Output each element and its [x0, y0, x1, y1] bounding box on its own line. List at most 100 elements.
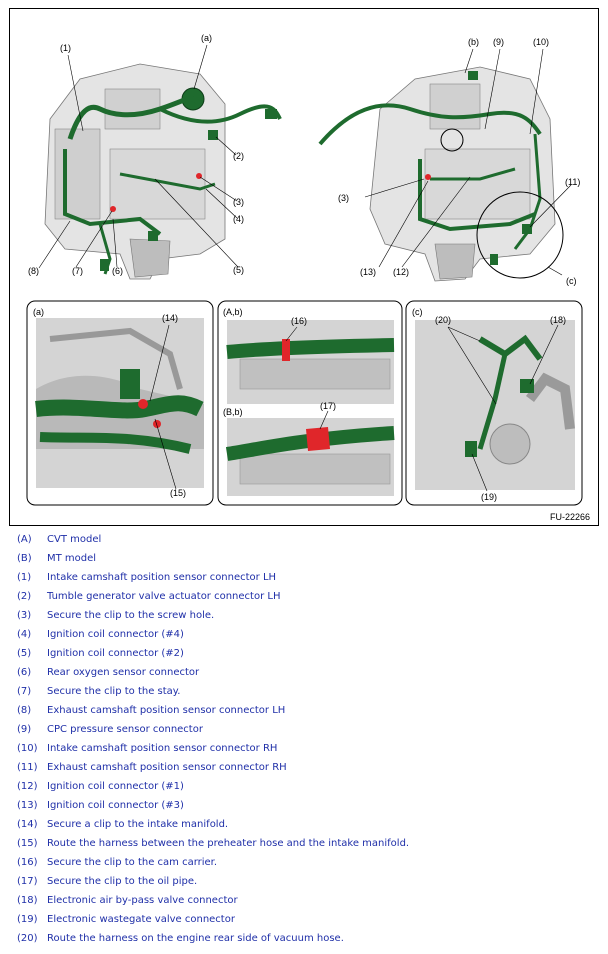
legend-item: (19)Electronic wastegate valve connector [0, 910, 608, 929]
detail-panel-a: (a) (14) (15) [26, 300, 214, 506]
callout-4: (4) [233, 214, 244, 224]
callout-15: (15) [170, 488, 186, 498]
legend-code: (20) [17, 933, 38, 944]
legend-item: (B) MT model [0, 549, 608, 568]
legend-item: (8) Exhaust camshaft position sensor conn… [0, 701, 608, 720]
legend-text: Secure the clip to the cam carrier. [47, 857, 218, 868]
callout-18: (18) [550, 315, 566, 325]
callout-16: (16) [291, 316, 307, 326]
callout-6: (6) [112, 266, 123, 276]
legend-code: (15) [17, 838, 38, 849]
callout-13: (13) [360, 267, 376, 277]
legend-text: Route the harness on the engine rear sid… [47, 933, 344, 944]
legend-code: (9) [17, 724, 32, 735]
callout-11: (11) [565, 177, 580, 187]
legend-item: (7) Secure the clip to the stay. [0, 682, 608, 701]
callout-3-left: (3) [233, 197, 244, 207]
legend-item: (15) Route the harness between the prehea… [0, 834, 608, 853]
detail-panel-b: (A,b) (16) (B,b) (17) [217, 300, 403, 506]
panel-a-label: (a) [33, 307, 44, 317]
callout-14: (14) [162, 313, 178, 323]
legend-text: Route the harness between the preheater … [47, 838, 410, 849]
callout-12: (12) [393, 267, 409, 277]
legend-code: (16) [17, 857, 38, 868]
legend-item: (16) Secure the clip to the cam carrier. [0, 853, 608, 872]
legend-code: (4) [17, 629, 32, 640]
legend-code: (3) [17, 610, 32, 621]
legend-text: Exhaust camshaft position sensor connect… [47, 762, 287, 773]
callout-8: (8) [28, 266, 39, 276]
legend-code: (14) [17, 819, 38, 830]
legend-code: (5) [17, 648, 32, 659]
callout-2: (2) [233, 151, 244, 161]
callout-20: (20) [435, 315, 451, 325]
legend-code: (B) [17, 553, 32, 564]
legend-text: Ignition coil connector (#4) [47, 629, 184, 640]
legend-item: (14) Secure a clip to the intake manifold… [0, 815, 608, 834]
legend-item: (4) Ignition coil connector (#4) [0, 625, 608, 644]
legend-code: (12) [17, 781, 38, 792]
legend-text: Exhaust camshaft position sensor connect… [47, 705, 286, 716]
legend-code: (8) [17, 705, 32, 716]
legend-code: (10) [17, 743, 38, 754]
callout-7: (7) [72, 266, 83, 276]
legend-item: (18) Electronic air by-pass valve connect… [0, 891, 608, 910]
legend-text: Ignition coil connector (#3) [47, 800, 184, 811]
callout-5: (5) [233, 265, 244, 275]
legend-item: (A) CVT model [0, 530, 608, 549]
legend-code: (17) [17, 876, 38, 887]
panel-bb-label: (B,b) [223, 407, 243, 417]
legend-text: Electronic wastegate valve connector [47, 914, 235, 925]
callout-1: (1) [60, 43, 71, 53]
legend-item: (11) Exhaust camshaft position sensor con… [0, 758, 608, 777]
legend-item: (12) Ignition coil connector (#1) [0, 777, 608, 796]
engine-right-illustration [318, 66, 564, 282]
legend-item: (3) Secure the clip to the screw hole. [0, 606, 608, 625]
legend-item: (20) Route the harness on the engine rear… [0, 929, 608, 948]
engine-left-illustration [44, 63, 282, 280]
legend-code: (6) [17, 667, 32, 678]
legend-code: (A) [17, 534, 32, 545]
callout-3-right: (3) [338, 193, 349, 203]
legend-text: Intake camshaft position sensor connecto… [47, 572, 277, 583]
legend-text: Secure the clip to the oil pipe. [47, 876, 198, 887]
legend-text: Intake camshaft position sensor connecto… [47, 743, 278, 754]
legend-code: (18) [17, 895, 38, 906]
callout-c: (c) [566, 276, 577, 286]
legend-text: Secure the clip to the stay. [47, 686, 181, 697]
engine-harness-figure: (1) (a) (2) (3) (4) (5) (8) (7) (6) (3) … [9, 8, 599, 526]
legend-text: Secure a clip to the intake manifold. [47, 819, 229, 830]
legend-code: (11) [17, 762, 38, 773]
legend-item: (5) Ignition coil connector (#2) [0, 644, 608, 663]
legend-code: (1) [17, 572, 32, 583]
legend-code: (13) [17, 800, 38, 811]
legend-text: MT model [47, 553, 97, 564]
callout-9: (9) [493, 37, 504, 47]
callout-17: (17) [320, 401, 336, 411]
callout-10: (10) [533, 37, 549, 47]
legend-code: (2) [17, 591, 32, 602]
legend-item: (1) Intake camshaft position sensor conne… [0, 568, 608, 587]
legend-text: CVT model [47, 534, 102, 545]
legend-text: CPC pressure sensor connector [47, 724, 203, 735]
legend-text: Rear oxygen sensor connector [47, 667, 200, 678]
legend-item: (17) Secure the clip to the oil pipe. [0, 872, 608, 891]
legend-code: (7) [17, 686, 32, 697]
legend-item: (13) Ignition coil connector (#3) [0, 796, 608, 815]
callout-b: (b) [468, 37, 479, 47]
legend-text: Electronic air by-pass valve connector [47, 895, 238, 906]
legend-text: Ignition coil connector (#2) [47, 648, 184, 659]
legend-item: (6) Rear oxygen sensor connector [0, 663, 608, 682]
legend-text: Secure the clip to the screw hole. [47, 610, 215, 621]
panel-ab-label: (A,b) [223, 307, 243, 317]
panel-c-label: (c) [412, 307, 423, 317]
legend-text: Ignition coil connector (#1) [47, 781, 184, 792]
legend-item: (2) Tumble generator valve actuator conne… [0, 587, 608, 606]
callout-a: (a) [201, 33, 212, 43]
callout-19: (19) [481, 492, 497, 502]
legend-item: (9) CPC pressure sensor connector [0, 720, 608, 739]
legend-text: Tumble generator valve actuator connecto… [47, 591, 281, 602]
figure-id: FU-22266 [549, 512, 590, 522]
detail-panel-c: (c) (20) (18) (19) [405, 300, 583, 506]
legend-item: (10) Intake camshaft position sensor conn… [0, 739, 608, 758]
